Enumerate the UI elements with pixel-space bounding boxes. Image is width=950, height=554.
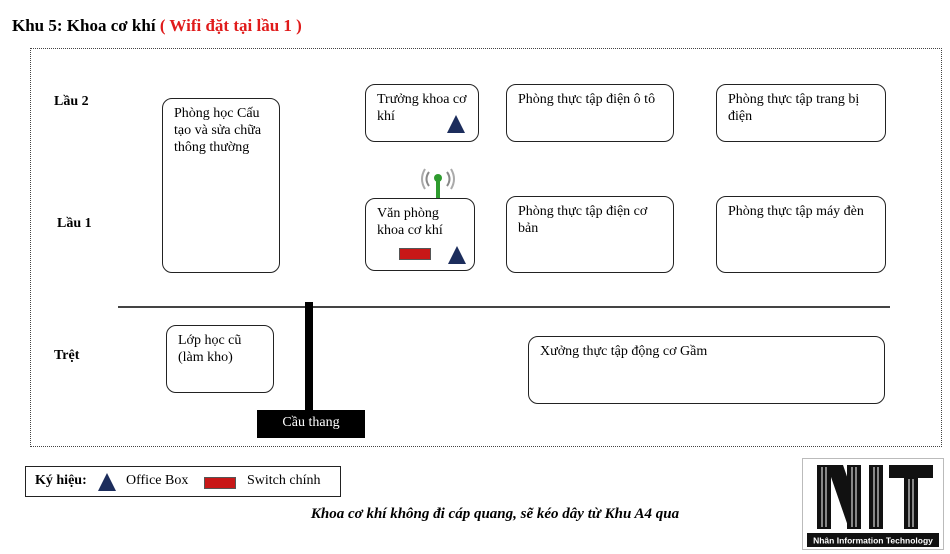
room-truong-khoa: Trưởng khoa cơ khí xyxy=(365,84,479,142)
room-tt-dien-co-ban: Phòng thực tập điện cơ bản xyxy=(506,196,674,273)
legend-office-box: Office Box xyxy=(126,473,189,488)
legend-label: Ký hiệu: xyxy=(35,473,87,488)
room-cau-tao-label: Phòng học Cấu tạo và sửa chữa thông thườ… xyxy=(174,106,262,155)
room-tt-dien-co-ban-label: Phòng thực tập điện cơ bản xyxy=(518,204,648,236)
room-tt-may-den-label: Phòng thực tập máy đèn xyxy=(728,204,864,219)
floor-divider xyxy=(118,306,890,308)
room-truong-khoa-label: Trưởng khoa cơ khí xyxy=(377,92,467,124)
legend-switch: Switch chính xyxy=(247,473,321,488)
legend: Ký hiệu: Office Box Switch chính xyxy=(25,466,341,497)
floor-label-tret: Trệt xyxy=(54,348,80,363)
room-tt-trang-bi-dien: Phòng thực tập trang bị điện xyxy=(716,84,886,142)
floor-label-lau2: Lầu 2 xyxy=(54,94,89,109)
room-lop-hoc-cu: Lớp học cũ (làm kho) xyxy=(166,325,274,393)
nit-logo: Nhân Information Technology xyxy=(802,458,944,550)
room-van-phong-label: Văn phòng khoa cơ khí xyxy=(377,206,443,238)
room-lop-hoc-cu-label: Lớp học cũ (làm kho) xyxy=(178,333,242,365)
diagram-title: Khu 5: Khoa cơ khí ( Wifi đặt tại lầu 1 … xyxy=(12,16,302,36)
room-tt-dien-oto: Phòng thực tập điện ô tô xyxy=(506,84,674,142)
title-main: Khu 5: Khoa cơ khí xyxy=(12,16,156,35)
floor-label-lau1: Lầu 1 xyxy=(57,216,92,231)
building-frame xyxy=(30,48,942,447)
switch-icon xyxy=(399,248,431,260)
room-tt-dien-oto-label: Phòng thực tập điện ô tô xyxy=(518,92,656,107)
room-tt-trang-bi-dien-label: Phòng thực tập trang bị điện xyxy=(728,92,860,124)
stairs-label: Cầu thang xyxy=(257,410,365,438)
office-box-icon xyxy=(448,246,466,264)
room-tt-may-den: Phòng thực tập máy đèn xyxy=(716,196,886,273)
footer-note: Khoa cơ khí không đi cáp quang, sẽ kéo d… xyxy=(310,506,680,522)
office-box-icon xyxy=(447,115,465,133)
office-box-icon xyxy=(98,473,116,491)
room-cau-tao: Phòng học Cấu tạo và sửa chữa thông thườ… xyxy=(162,98,280,273)
logo-caption: Nhân Information Technology xyxy=(813,536,933,546)
title-highlight: ( Wifi đặt tại lầu 1 ) xyxy=(159,16,302,35)
stairs-post xyxy=(305,302,313,410)
wifi-antenna-icon xyxy=(420,164,456,208)
switch-icon xyxy=(204,477,236,489)
room-xuong-dong-co: Xưởng thực tập động cơ Gầm xyxy=(528,336,885,404)
room-xuong-dong-co-label: Xưởng thực tập động cơ Gầm xyxy=(540,344,708,359)
